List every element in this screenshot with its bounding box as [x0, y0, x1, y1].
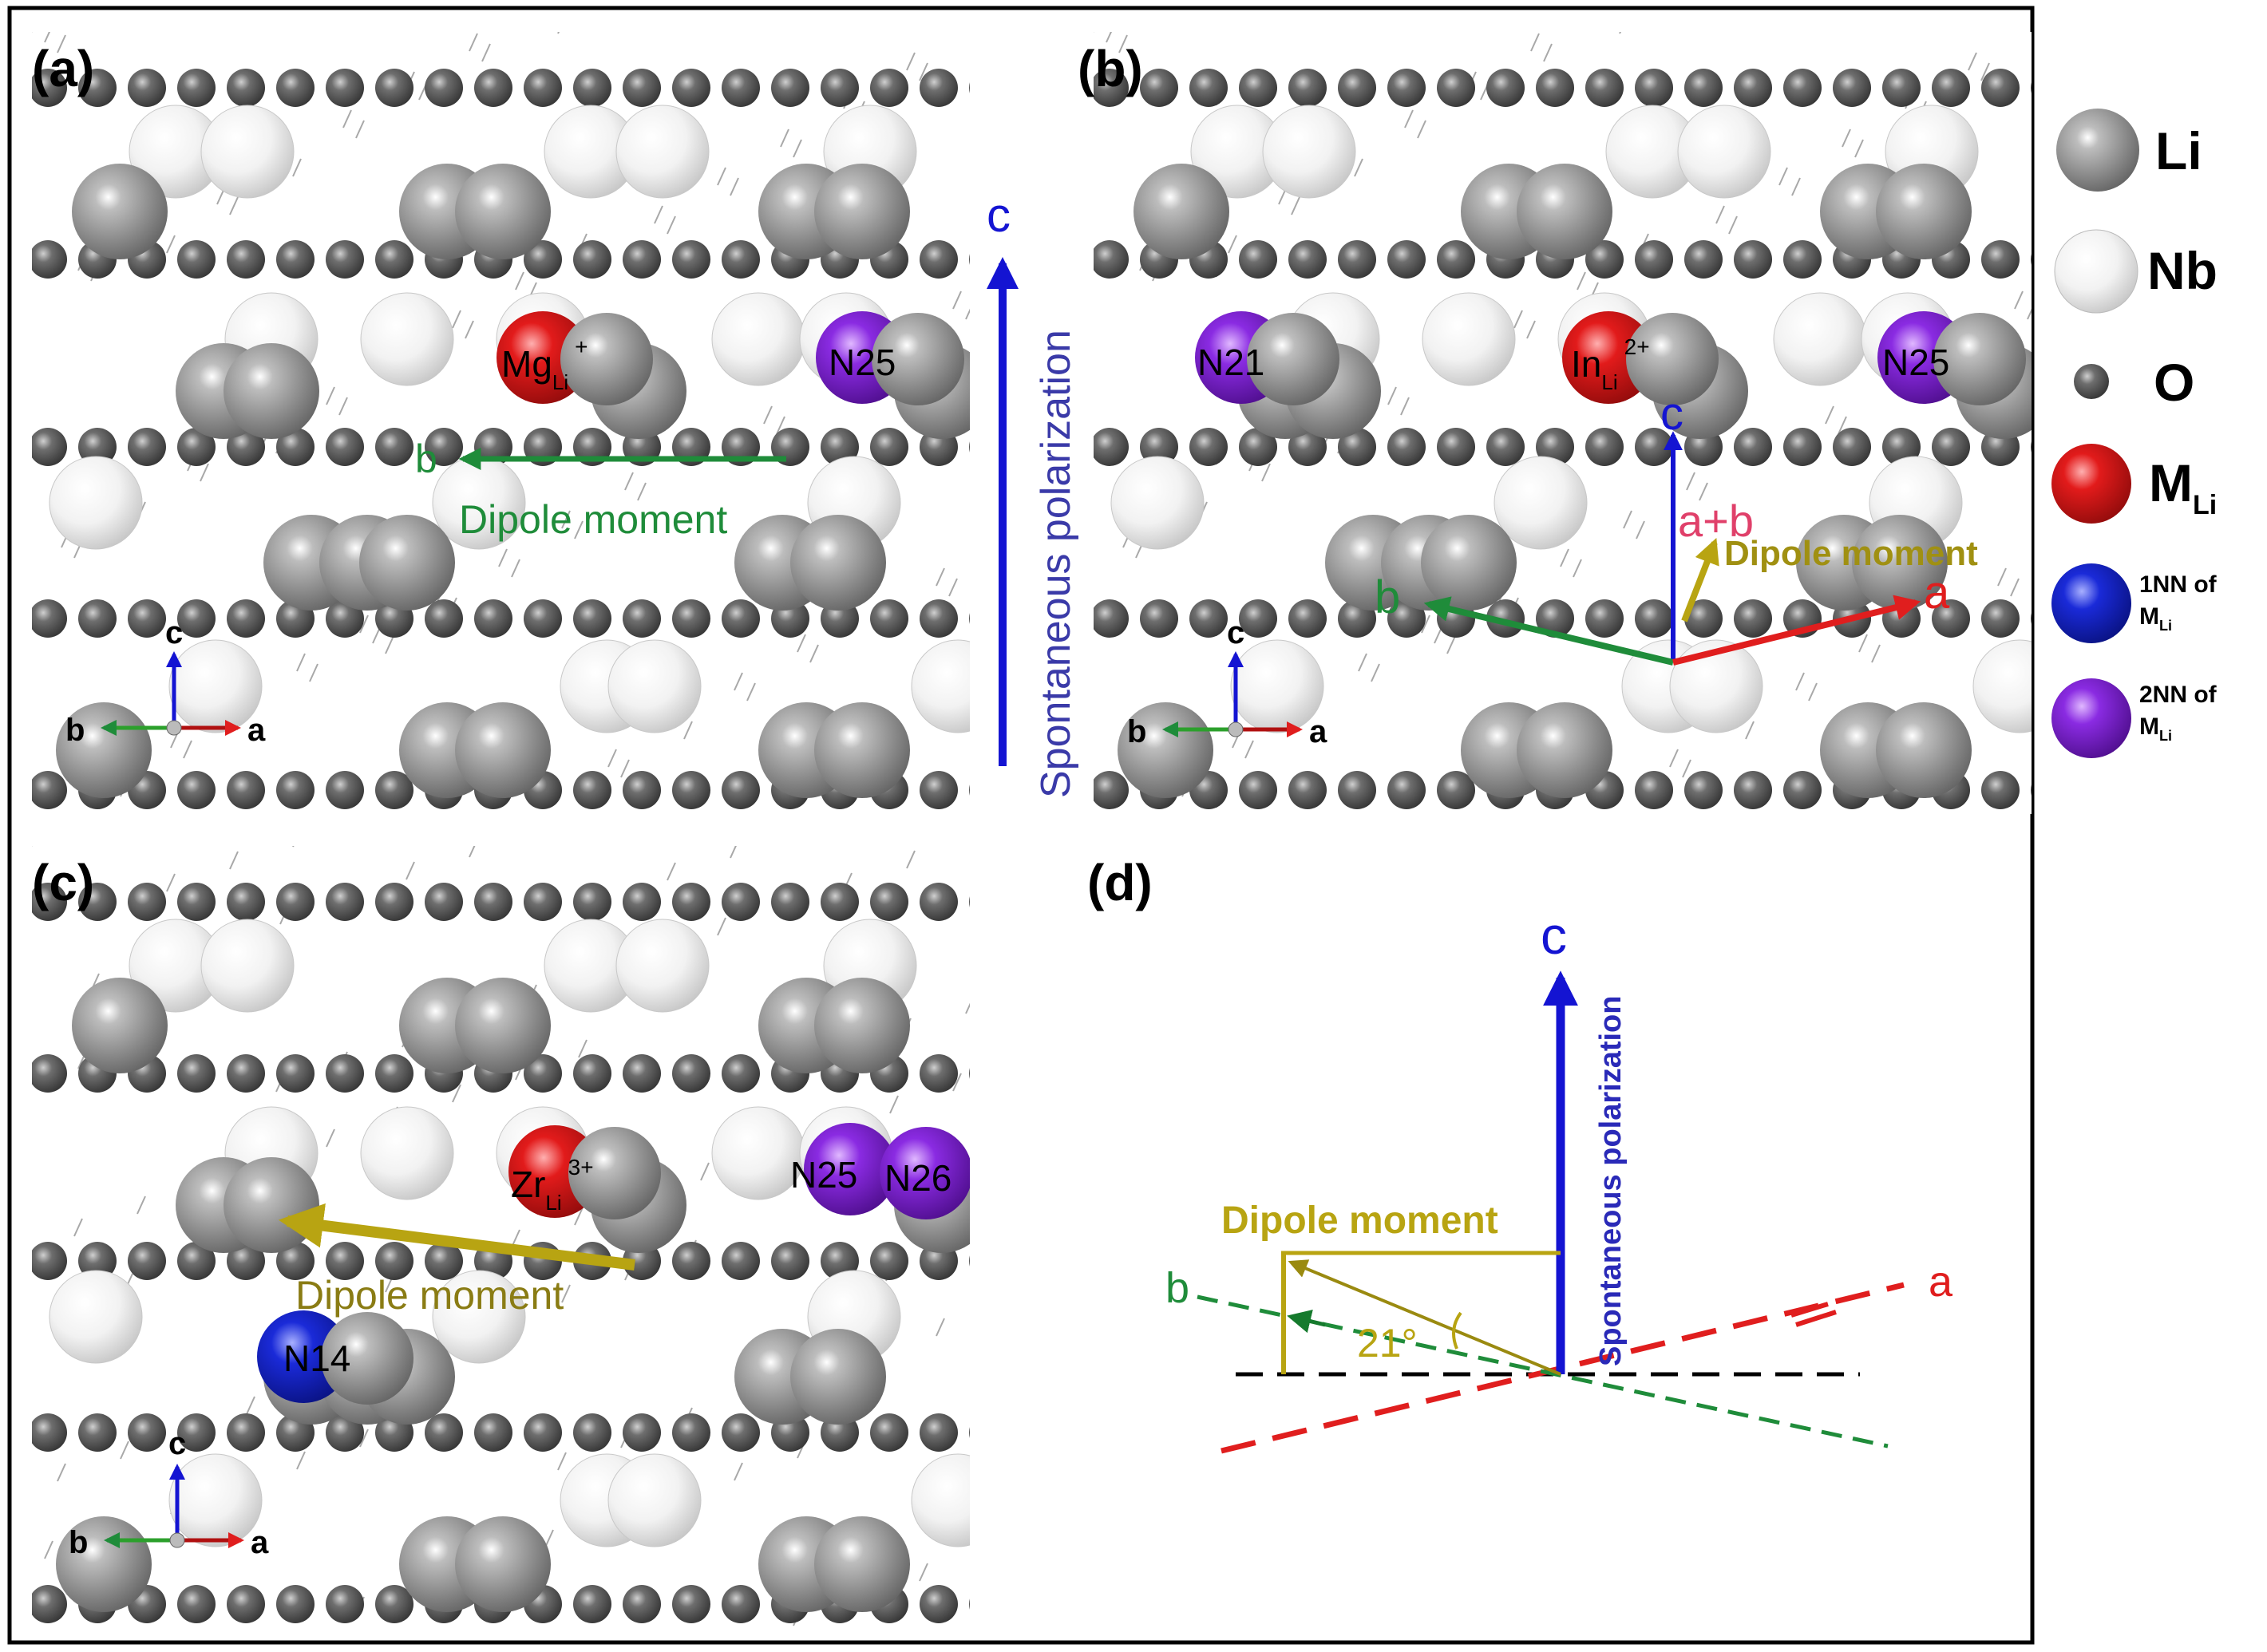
panel-d-dipole-label: Dipole moment [1221, 1199, 1498, 1242]
svg-text:O: O [2154, 353, 2194, 412]
legend-nb: Nb [2054, 229, 2218, 314]
svg-text:1NN of: 1NN of [2139, 571, 2218, 598]
svg-text:b: b [1127, 714, 1146, 749]
panel-d-a-label: a [1929, 1258, 1953, 1306]
polarization-c-label: c [987, 188, 1011, 242]
svg-text:a: a [251, 1525, 269, 1560]
panel-b-label: (b) [1078, 40, 1143, 97]
panel-b-axis-triad: c b a [1127, 615, 1327, 749]
panel-b-neighbor-n21: N21 [1197, 342, 1264, 383]
svg-text:Li: Li [2155, 121, 2202, 180]
panel-c-crystal [32, 846, 970, 1636]
panel-b-dopant-label: InLi2+ [1571, 334, 1650, 394]
panel-b-a-label: a [1924, 567, 1950, 619]
panel-a-axis-triad: c b a [65, 615, 266, 748]
polarization-label: Spontaneous polarization [1033, 330, 1079, 798]
svg-text:2NN of: 2NN of [2139, 682, 2218, 708]
panel-d-b-axis [1197, 1294, 1889, 1448]
panel-d-label: (d) [1087, 854, 1153, 911]
panel-a-dopant-label: MgLi+ [501, 334, 588, 394]
panel-a: (a) MgLi+ N25 b Dipole moment c Spontane… [32, 40, 1079, 798]
figure-frame [7, 6, 2035, 1645]
panel-c: (c) ZrLi3+ N25 N26 N14 Dipole moment c b… [32, 854, 952, 1560]
legend: Li Nb O MLi 1NN of MLi 2NN of MLi [2051, 109, 2218, 758]
panel-b-neighbor-n25: N25 [1882, 342, 1949, 383]
svg-text:Nb: Nb [2147, 241, 2218, 300]
legend-li: Li [2056, 109, 2202, 192]
svg-text:c: c [165, 615, 183, 650]
svg-text:MLi: MLi [2139, 713, 2172, 744]
panel-c-neighbor-n14: N14 [283, 1338, 350, 1379]
legend-dopant: MLi [2051, 444, 2217, 524]
svg-text:c: c [168, 1426, 186, 1461]
panel-d-b-arrowhead [1287, 1309, 1326, 1334]
legend-1nn: 1NN of MLi [2051, 563, 2218, 643]
panel-b-dipole-label: Dipole moment [1724, 534, 1978, 573]
panel-b-a-arrow [1672, 595, 1921, 666]
svg-text:b: b [69, 1525, 88, 1560]
svg-text:MLi: MLi [2149, 453, 2217, 520]
panel-a-dipole-label: Dipole moment [459, 497, 727, 542]
panel-d-c-label: c [1541, 906, 1567, 965]
panel-b-b-label: b [1375, 571, 1400, 623]
svg-text:c: c [1227, 615, 1244, 650]
svg-text:b: b [65, 713, 85, 748]
panel-b: (b) N21 InLi2+ N25 c b a a+b Dipole mome… [1078, 40, 1978, 749]
legend-o: O [2074, 353, 2194, 412]
panel-d-angle-arc [1452, 1311, 1462, 1350]
panel-c-neighbor-n25: N25 [790, 1154, 857, 1196]
panel-d-a-arrowhead [1790, 1302, 1837, 1327]
panel-c-dipole-arrow [278, 1203, 635, 1271]
panel-b-ab-label: a+b [1678, 496, 1754, 546]
svg-text:a: a [247, 713, 266, 748]
panel-d-b-label: b [1165, 1264, 1189, 1312]
legend-2nn: 2NN of MLi [2051, 678, 2218, 758]
panel-b-dipole-arrow [1681, 538, 1719, 622]
panel-c-axis-triad: c b a [69, 1426, 269, 1560]
panel-c-dopant-label: ZrLi3+ [511, 1155, 594, 1215]
svg-text:MLi: MLi [2139, 603, 2172, 634]
panel-d-dipole-vector [1288, 1259, 1561, 1376]
panel-d-polarization-label: Spontaneous polarization [1594, 996, 1628, 1366]
panel-d-angle-label: 21° [1357, 1321, 1418, 1365]
panel-a-b-label: b [415, 437, 437, 481]
panel-c-dipole-label: Dipole moment [295, 1273, 564, 1318]
panel-c-neighbor-n26: N26 [884, 1157, 952, 1199]
panel-c-label: (c) [32, 854, 94, 911]
panel-b-b-arrow [1423, 596, 1674, 666]
panel-b-crystal [1094, 32, 2032, 814]
panel-d: (d) a b c Spontaneous polarization Dipol… [1087, 854, 1953, 1454]
svg-text:a: a [1309, 714, 1327, 749]
panel-b-c-label: c [1660, 388, 1683, 440]
panel-a-neighbor-n25: N25 [829, 342, 896, 383]
panel-a-label: (a) [32, 40, 94, 97]
